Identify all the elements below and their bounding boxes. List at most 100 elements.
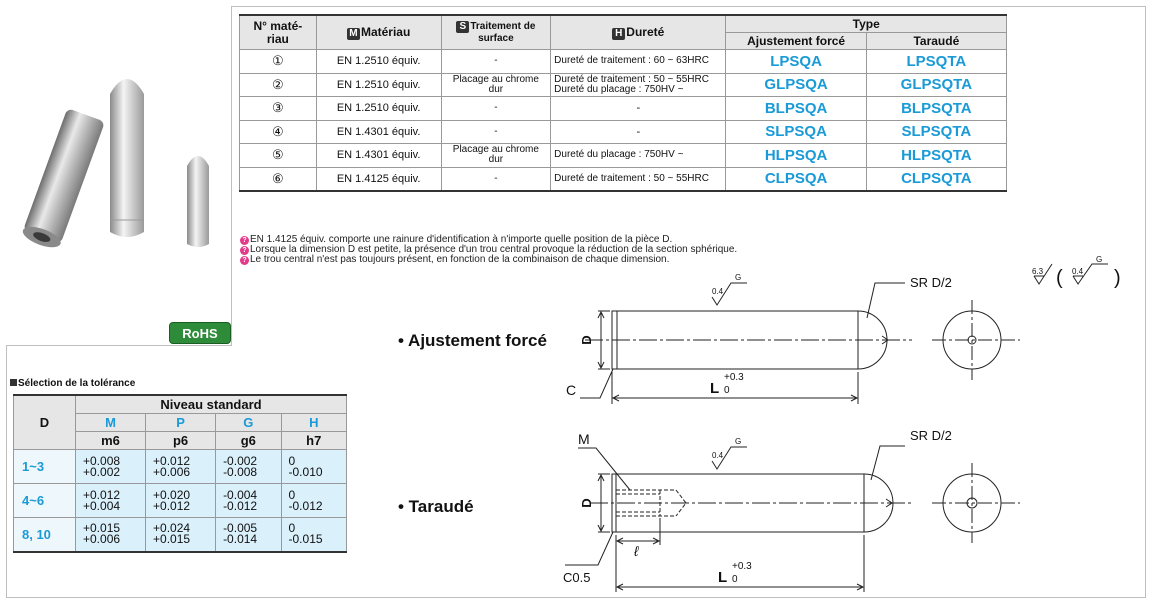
note-icon: ? <box>240 246 249 255</box>
material-no: ③ <box>239 96 317 121</box>
tapped-sr-label: SR D/2 <box>910 428 952 443</box>
tapped-ell-label: ℓ <box>633 543 639 559</box>
tol-value: 0-0.010 <box>280 449 348 484</box>
press-fit-code-link[interactable]: GLPSQA <box>725 72 867 97</box>
hardness: - <box>550 119 727 144</box>
tol-d-range: 1~3 <box>13 449 76 484</box>
tol-value: +0.008+0.002 <box>74 449 147 484</box>
material-name: EN 1.4125 équiv. <box>315 166 442 192</box>
material-name: EN 1.2510 équiv. <box>315 96 442 121</box>
tapped-m-label: M <box>578 431 590 447</box>
square-icon <box>10 379 17 386</box>
press-fit-code-link[interactable]: HLPSQA <box>725 143 867 168</box>
paren-close: ) <box>1114 267 1121 289</box>
tapped-code-link[interactable]: LPSQTA <box>865 49 1008 74</box>
pins-image <box>22 79 209 248</box>
tapped-tol-plus: +0.3 <box>732 561 752 572</box>
press-fit-d-label: D <box>579 335 594 344</box>
tol-d-range: 8, 10 <box>13 517 76 553</box>
material-no: ⑥ <box>239 166 317 192</box>
tapped-code-link[interactable]: BLPSQTA <box>865 96 1008 121</box>
material-name: EN 1.4301 équiv. <box>315 119 442 144</box>
tapped-tol-zero: 0 <box>732 574 738 585</box>
tolerance-row: 8, 10+0.015+0.006+0.024+0.015-0.005-0.01… <box>13 517 348 553</box>
tol-d-range: 4~6 <box>13 483 76 518</box>
press-fit-code-link[interactable]: LPSQA <box>725 49 867 74</box>
surface-treatment: - <box>440 49 552 74</box>
surface-treatment: - <box>440 96 552 121</box>
press-fit-code-link[interactable]: CLPSQA <box>725 166 867 192</box>
material-box-icon: M <box>346 28 360 40</box>
tapped-rough-g: G <box>735 437 741 446</box>
press-fit-tol-zero: 0 <box>724 385 730 396</box>
tol-fit-g6: g6 <box>215 431 282 450</box>
rough-g-top: G <box>1096 255 1102 264</box>
surface-treatment: - <box>440 166 552 192</box>
hardness-box-icon: H <box>612 28 626 40</box>
press-fit-l-label: L <box>710 380 719 397</box>
tapped-code-link[interactable]: GLPSQTA <box>865 72 1008 97</box>
tol-value: +0.012+0.006 <box>145 449 217 484</box>
tapped-l-label: L <box>718 569 727 586</box>
tapped-code-link[interactable]: CLPSQTA <box>865 166 1008 192</box>
press-fit-code-link[interactable]: BLPSQA <box>725 96 867 121</box>
press-fit-rough-g: G <box>735 273 741 282</box>
tol-value: +0.020+0.012 <box>145 483 217 518</box>
tapped-label: • Taraudé <box>398 497 474 516</box>
tapped-c05-label: C0.5 <box>563 570 590 585</box>
material-no: ② <box>239 72 317 97</box>
surface-treatment: - <box>440 119 552 144</box>
notes: ?EN 1.4125 équiv. comporte une rainure d… <box>240 235 737 265</box>
tol-value: +0.024+0.015 <box>145 517 217 553</box>
rohs-badge: RoHS <box>169 322 231 344</box>
paren-open: ( <box>1056 267 1063 289</box>
tol-value: -0.005-0.014 <box>215 517 282 553</box>
hardness: Dureté du placage : 750HV ~ <box>550 143 727 168</box>
product-photo: RoHS <box>6 6 232 346</box>
tapped-pin-outline <box>611 473 894 533</box>
surface-box-icon: S <box>456 21 470 33</box>
material-name: EN 1.2510 équiv. <box>315 49 442 74</box>
tapped-code-link[interactable]: SLPSQTA <box>865 119 1008 144</box>
note-2: ?Lorsque la dimension D est petite, la p… <box>240 245 737 255</box>
rough-63: 6.3 <box>1032 267 1044 276</box>
tapped-d-label: D <box>579 498 594 507</box>
press-fit-sr-label: SR D/2 <box>910 275 952 290</box>
material-no: ① <box>239 49 317 74</box>
note-3: ?Le trou central n'est pas toujours prés… <box>240 255 737 265</box>
tol-letter-g: G <box>215 413 282 432</box>
tol-value: +0.012+0.004 <box>74 483 147 518</box>
tol-level: Niveau standard <box>75 394 347 414</box>
hardness: Dureté de traitement : 50 ~ 55HRC <box>550 166 727 192</box>
tol-value: +0.015+0.006 <box>74 517 147 553</box>
tol-value: 0-0.012 <box>280 483 348 518</box>
hardness: - <box>550 96 727 121</box>
material-name: EN 1.2510 équiv. <box>315 72 442 97</box>
tol-letter-h: H <box>280 413 348 432</box>
tapped-code-link[interactable]: HLPSQTA <box>865 143 1008 168</box>
col-material-no: N° maté- riau <box>239 14 317 50</box>
tolerance-table: D Niveau standard M P G H m6 p6 g6 h7 1~… <box>13 394 348 553</box>
tol-fit-p6: p6 <box>145 431 217 450</box>
note-icon: ? <box>240 256 249 265</box>
tol-value: 0-0.015 <box>280 517 348 553</box>
hardness: Dureté de traitement : 60 ~ 63HRC <box>550 49 727 74</box>
note-1: ?EN 1.4125 équiv. comporte une rainure d… <box>240 235 737 245</box>
tol-letter-m: M <box>74 413 147 432</box>
col-press-fit: Ajustement forcé <box>725 32 867 50</box>
tol-value: -0.004-0.012 <box>215 483 282 518</box>
tolerance-title: Sélection de la tolérance <box>10 378 135 389</box>
press-fit-rough-04: 0.4 <box>712 287 724 296</box>
